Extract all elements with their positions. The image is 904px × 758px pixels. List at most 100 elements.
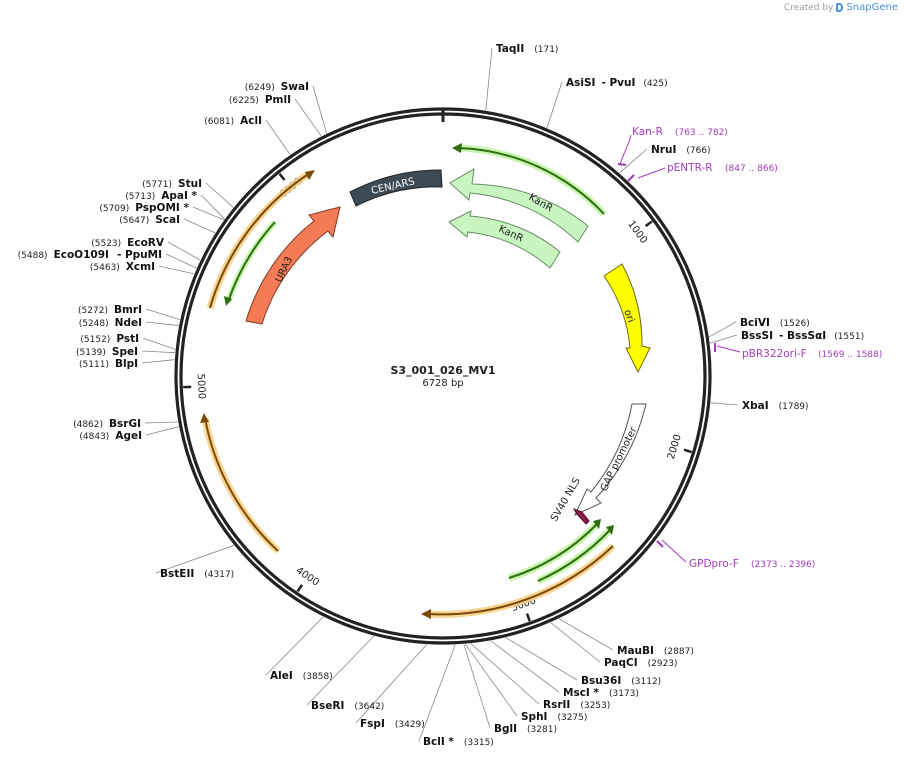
restriction-site[interactable]: BstEII(4317) — [155, 544, 235, 580]
restriction-site[interactable]: BglI(3281) — [463, 644, 557, 735]
site-leader-line — [312, 85, 328, 134]
plasmid-name: S3_001_026_MV1 — [390, 364, 495, 377]
restriction-site[interactable]: BseRI(3642) — [306, 635, 384, 712]
site-leader-line — [709, 334, 738, 344]
site-position: (2887) — [664, 647, 694, 657]
site-leader-line — [145, 426, 179, 436]
restriction-site[interactable]: PaqCI(2923) — [550, 622, 678, 669]
site-position: (5152) — [80, 335, 110, 345]
feature-kanr-inner: KanR — [448, 210, 561, 269]
feature-ori: ori — [603, 263, 651, 374]
restriction-site[interactable]: BssSI- BssSαI(1551) — [709, 330, 864, 344]
site-leader-line — [355, 644, 427, 724]
restriction-site[interactable]: ScaI(5647) — [119, 214, 216, 234]
restriction-site[interactable]: XcmI(5463) — [90, 261, 195, 275]
site-name: SwaI — [281, 81, 309, 93]
restriction-site[interactable]: EcoO109I- PpuMI(5488) — [18, 249, 197, 269]
site-name: BssSI — [741, 330, 773, 342]
restriction-site[interactable]: BmrI (5272) — [78, 304, 181, 321]
site-position: (3173) — [609, 689, 639, 699]
restriction-site[interactable]: EcoRV(5523) — [91, 237, 201, 261]
site-position: (171) — [534, 45, 558, 55]
site-name: PstI — [116, 333, 139, 345]
site-leader-line — [463, 644, 491, 729]
tick-mark — [525, 613, 531, 622]
site-leader-line — [167, 241, 201, 261]
site-leader-line — [550, 622, 601, 663]
site-position: (3642) — [354, 702, 384, 712]
site-name: RsrII — [543, 699, 570, 711]
site-leader-line — [145, 321, 179, 326]
feature-label: ori — [621, 308, 636, 324]
restriction-site[interactable]: StuI(5771) — [142, 178, 234, 208]
restriction-site[interactable]: RsrII(3253) — [470, 643, 610, 711]
site-name: AgeI — [115, 430, 142, 442]
site-name: NdeI — [115, 317, 142, 329]
orf-arc-bottom-left-orange — [200, 413, 281, 554]
restriction-site[interactable]: AsiSI- PvuI(425) — [546, 77, 668, 129]
tick-mark — [278, 173, 286, 181]
site-leader-line — [465, 643, 518, 717]
tick-label: 2000 — [666, 433, 684, 461]
site-leader-line — [710, 402, 739, 406]
site-leader-line — [144, 421, 178, 424]
restriction-site[interactable]: AclI(6081) — [204, 115, 291, 155]
site-position: (5272) — [78, 306, 108, 316]
restriction-site[interactable]: PmlI(6225) — [229, 94, 322, 137]
primer-label: pENTR-R — [667, 162, 713, 174]
orf-arc-top-green — [452, 143, 607, 217]
site-position: (4843) — [79, 432, 109, 442]
site-leader-line — [142, 337, 176, 350]
restriction-site[interactable]: TaqII(171) — [485, 43, 559, 111]
restriction-site[interactable]: SpeI(5139) — [76, 346, 176, 358]
site-position: (1526) — [780, 319, 810, 329]
site-leader-line — [158, 265, 195, 275]
site-position: (5647) — [119, 216, 149, 226]
restriction-site[interactable]: MscI *(3173) — [490, 640, 639, 699]
restriction-site[interactable]: XbaI(1789) — [710, 400, 809, 412]
restriction-site[interactable]: BclI *(3315) — [418, 644, 494, 748]
restriction-site[interactable]: BciVI (1526) — [708, 317, 810, 338]
restriction-site[interactable]: BsrGI(4862) — [73, 418, 178, 430]
restriction-site[interactable]: PspOMI *(5709) — [99, 202, 225, 221]
backbone — [174, 107, 712, 645]
site-position: (3281) — [527, 725, 557, 735]
site-leader-line — [265, 616, 324, 676]
restriction-site[interactable]: SwaI(6249) — [245, 81, 328, 134]
site-leader-line — [619, 148, 648, 174]
site-name: BstEII — [160, 568, 194, 580]
restriction-site[interactable]: AleI(3858) — [265, 616, 333, 682]
restriction-site[interactable]: MauBI (2887) — [558, 618, 694, 657]
site-name: XbaI — [742, 400, 769, 412]
restriction-site[interactable]: FspI(3429) — [355, 644, 427, 730]
site-extra-name: - PvuI — [601, 77, 635, 89]
site-name: XcmI — [126, 261, 155, 273]
restriction-site[interactable]: BlpI(5111) — [79, 358, 175, 370]
site-name: StuI — [178, 178, 202, 190]
site-name: MauBI — [617, 645, 654, 657]
primer-label: Kan-R — [632, 126, 663, 138]
restriction-site[interactable]: PstI (5152) — [80, 333, 176, 350]
restriction-site[interactable]: NdeI(5248) — [79, 317, 179, 329]
site-position: (4862) — [73, 420, 103, 430]
site-leader-line — [265, 119, 291, 155]
restriction-site[interactable]: SphI(3275) — [465, 643, 587, 723]
site-leader-line — [418, 644, 456, 742]
restriction-site[interactable]: AgeI (4843) — [79, 426, 179, 442]
site-leader-line — [192, 206, 225, 221]
restriction-site[interactable]: ApaI *(5713) — [125, 190, 225, 220]
primers: Kan-R (763 .. 782) pENTR-R (847 .. 866) … — [617, 126, 882, 570]
restriction-site[interactable]: Bsu36I(3112) — [505, 637, 661, 687]
site-name: PmlI — [265, 94, 291, 106]
site-leader-line — [306, 635, 375, 706]
snapgene-credit: Created by SnapGene — [784, 2, 898, 13]
site-name: BmrI — [114, 304, 142, 316]
site-name: BciVI — [740, 317, 770, 329]
site-leader-line — [558, 618, 614, 651]
site-leader-line — [141, 350, 176, 354]
site-leader-line — [145, 308, 181, 321]
restriction-site[interactable]: NruI(766) — [619, 144, 711, 174]
site-leader-line — [155, 544, 235, 574]
site-leader-line — [490, 640, 560, 693]
